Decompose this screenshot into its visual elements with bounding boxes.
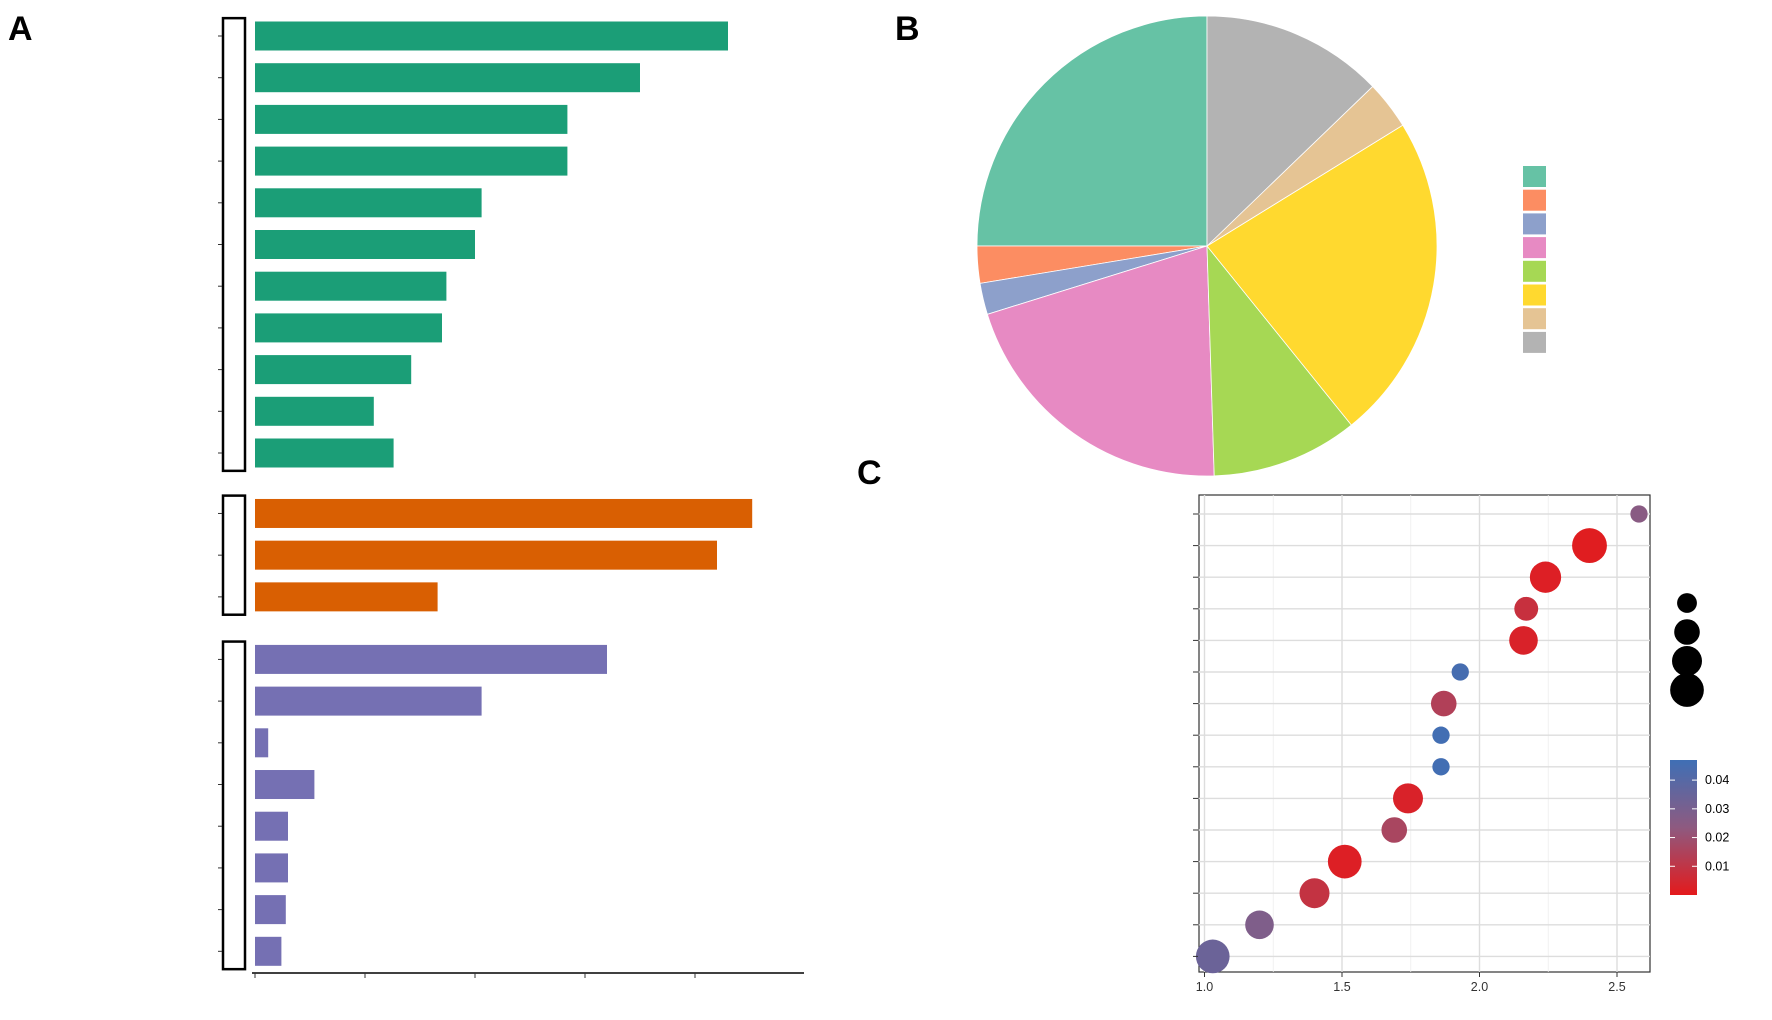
x-tick-label: 2.0 [1471,980,1488,994]
size-legend-dot [1670,673,1704,707]
legend-swatch [1523,189,1546,211]
x-tick-label: 1.5 [1333,980,1350,994]
color-legend-bar [1670,760,1697,895]
color-legend-label: 0.01 [1705,859,1729,873]
color-legend-label: 0.03 [1705,802,1729,816]
bar [255,936,282,966]
pie-slice [986,245,1215,477]
bar [255,438,394,468]
bar [255,146,568,176]
bar [255,63,640,93]
bubble [1630,505,1648,523]
facet-strip [221,16,247,473]
bar [255,811,288,841]
bar [255,104,568,134]
bar [255,540,717,570]
bar [255,686,482,716]
legend-swatch [1523,284,1546,306]
bubble [1195,939,1230,974]
panel-c-label: C [857,454,882,492]
facet-strip [221,640,247,971]
bubble [1451,663,1469,681]
bar [255,498,753,528]
bar [255,355,412,385]
bar [255,728,269,758]
facet-strip [221,494,247,616]
size-legend-dot [1674,619,1700,645]
bar [255,895,286,925]
legend-swatch [1523,237,1546,259]
bubble [1432,758,1450,776]
bar [255,188,482,218]
bubble [1430,690,1457,717]
bubble [1514,596,1539,621]
pie-slice [1206,244,1352,477]
x-tick-label: 1.0 [1196,980,1213,994]
plot-panel [1198,494,1651,973]
bar [255,271,447,301]
legend-swatch [1523,260,1546,282]
bubble [1381,817,1408,843]
color-legend-label: 0.02 [1705,831,1729,845]
go-bar-chart [218,16,804,978]
panel-a-label: A [8,10,33,48]
bubble [1393,783,1423,814]
size-legend-dot [1672,646,1702,676]
bar [255,853,288,883]
bar [255,313,442,343]
legend-swatch [1523,308,1546,330]
bar [255,21,728,51]
pie-slice [1206,15,1374,247]
bar [255,230,475,259]
bubble [1432,726,1450,744]
color-legend-label: 0.04 [1705,773,1729,787]
bubble [1299,878,1330,909]
bubble [1245,910,1274,940]
legend-swatch [1523,213,1546,235]
bubble [1529,561,1562,593]
legend-swatch [1523,331,1546,353]
bar [255,644,607,674]
bar [255,582,438,612]
bubble [1509,626,1538,655]
pie-slice [1206,124,1438,426]
pie-slice [976,15,1208,247]
localization-pie-chart [976,15,1546,477]
bubble [1572,528,1607,564]
bar [255,396,374,426]
kegg-bubble-chart: 1.0 1.5 2.0 2.5 0.04 0.03 0.02 0.01 [1193,494,1729,994]
legend-swatch [1523,166,1546,187]
panel-b-label: B [895,10,920,48]
bubble [1327,844,1362,879]
bar [255,770,315,800]
size-legend-dot [1677,593,1697,613]
x-tick-label: 2.5 [1608,980,1625,994]
